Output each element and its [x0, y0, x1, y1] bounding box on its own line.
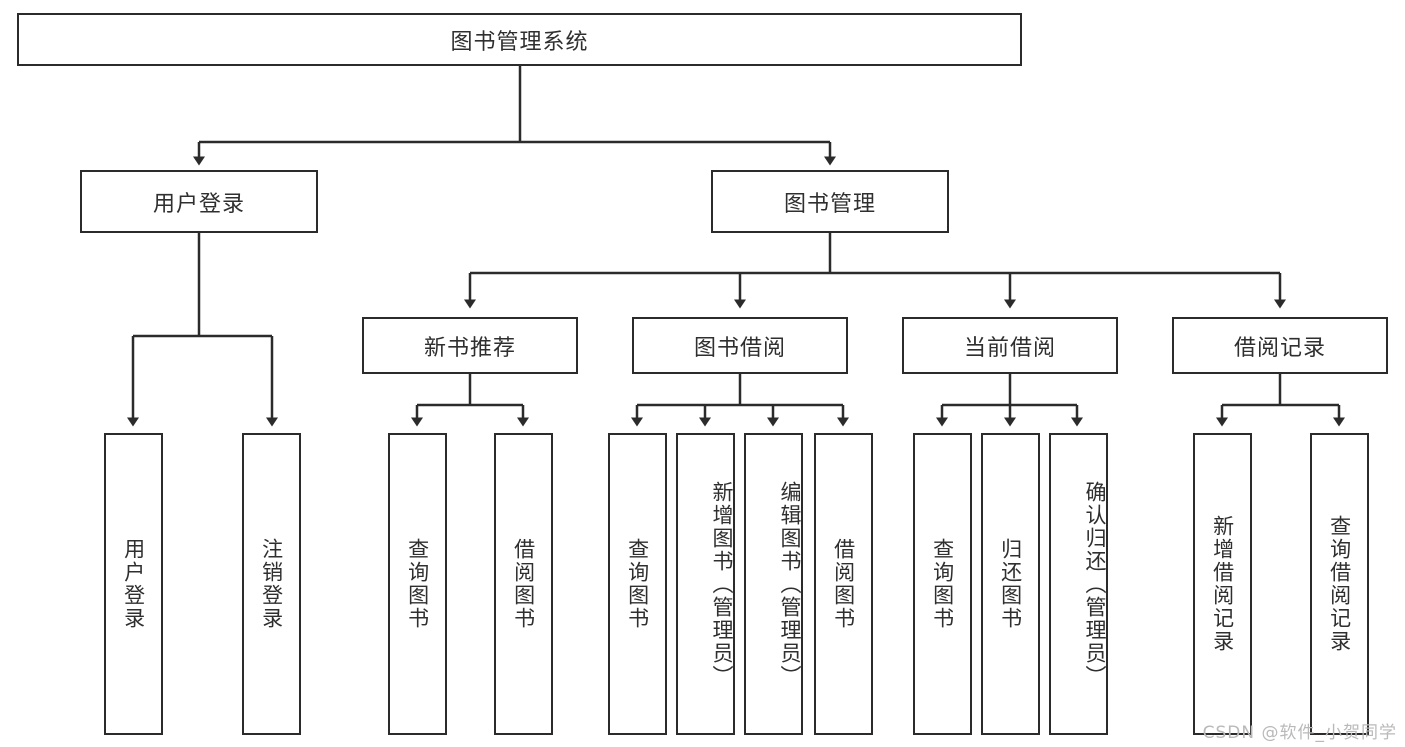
leaf-label: 注销登录 [259, 538, 284, 630]
leaf-current-confirm-return-admin[interactable]: 确认归还（管理员） [1049, 433, 1108, 735]
leaf-current-query-book[interactable]: 查询图书 [913, 433, 972, 735]
leaf-label: 查询图书 [625, 538, 650, 630]
leaf-user-login-login[interactable]: 用户登录 [104, 433, 163, 735]
leaf-label: 用户登录 [121, 538, 146, 630]
leaf-label: 新增借阅记录 [1210, 515, 1235, 653]
node-book-borrow[interactable]: 图书借阅 [632, 317, 848, 374]
node-root-label: 图书管理系统 [450, 29, 589, 55]
node-current-borrow-label: 当前借阅 [963, 335, 1056, 361]
node-new-book-recommend[interactable]: 新书推荐 [362, 317, 578, 374]
leaf-borrow-query-book[interactable]: 查询图书 [608, 433, 667, 735]
leaf-label: 归还图书 [998, 538, 1023, 630]
leaf-borrow-add-book-admin[interactable]: 新增图书（管理员） [676, 433, 735, 735]
node-new-book-recommend-label: 新书推荐 [423, 335, 516, 361]
leaf-label: 查询借阅记录 [1327, 515, 1352, 653]
leaf-label: 编辑图书（管理员） [778, 480, 802, 688]
node-user-login-label: 用户登录 [152, 191, 245, 217]
node-user-login[interactable]: 用户登录 [80, 170, 318, 233]
node-book-management-label: 图书管理 [783, 191, 876, 217]
node-current-borrow[interactable]: 当前借阅 [902, 317, 1118, 374]
leaf-label: 新增图书（管理员） [710, 480, 734, 688]
leaf-record-query-record[interactable]: 查询借阅记录 [1310, 433, 1369, 735]
node-borrow-record[interactable]: 借阅记录 [1172, 317, 1388, 374]
leaf-borrow-borrow-book[interactable]: 借阅图书 [814, 433, 873, 735]
node-book-borrow-label: 图书借阅 [693, 335, 786, 361]
node-book-management[interactable]: 图书管理 [711, 170, 949, 233]
leaf-label: 借阅图书 [831, 538, 856, 630]
leaf-current-return-book[interactable]: 归还图书 [981, 433, 1040, 735]
leaf-label: 查询图书 [405, 538, 430, 630]
leaf-recommend-query-book[interactable]: 查询图书 [388, 433, 447, 735]
leaf-recommend-borrow-book[interactable]: 借阅图书 [494, 433, 553, 735]
leaf-borrow-edit-book-admin[interactable]: 编辑图书（管理员） [744, 433, 803, 735]
leaf-label: 借阅图书 [511, 538, 536, 630]
leaf-label: 查询图书 [930, 538, 955, 630]
node-root[interactable]: 图书管理系统 [17, 13, 1022, 66]
leaf-label: 确认归还（管理员） [1083, 480, 1107, 688]
leaf-record-add-record[interactable]: 新增借阅记录 [1193, 433, 1252, 735]
node-borrow-record-label: 借阅记录 [1233, 335, 1326, 361]
leaf-user-login-logout[interactable]: 注销登录 [242, 433, 301, 735]
